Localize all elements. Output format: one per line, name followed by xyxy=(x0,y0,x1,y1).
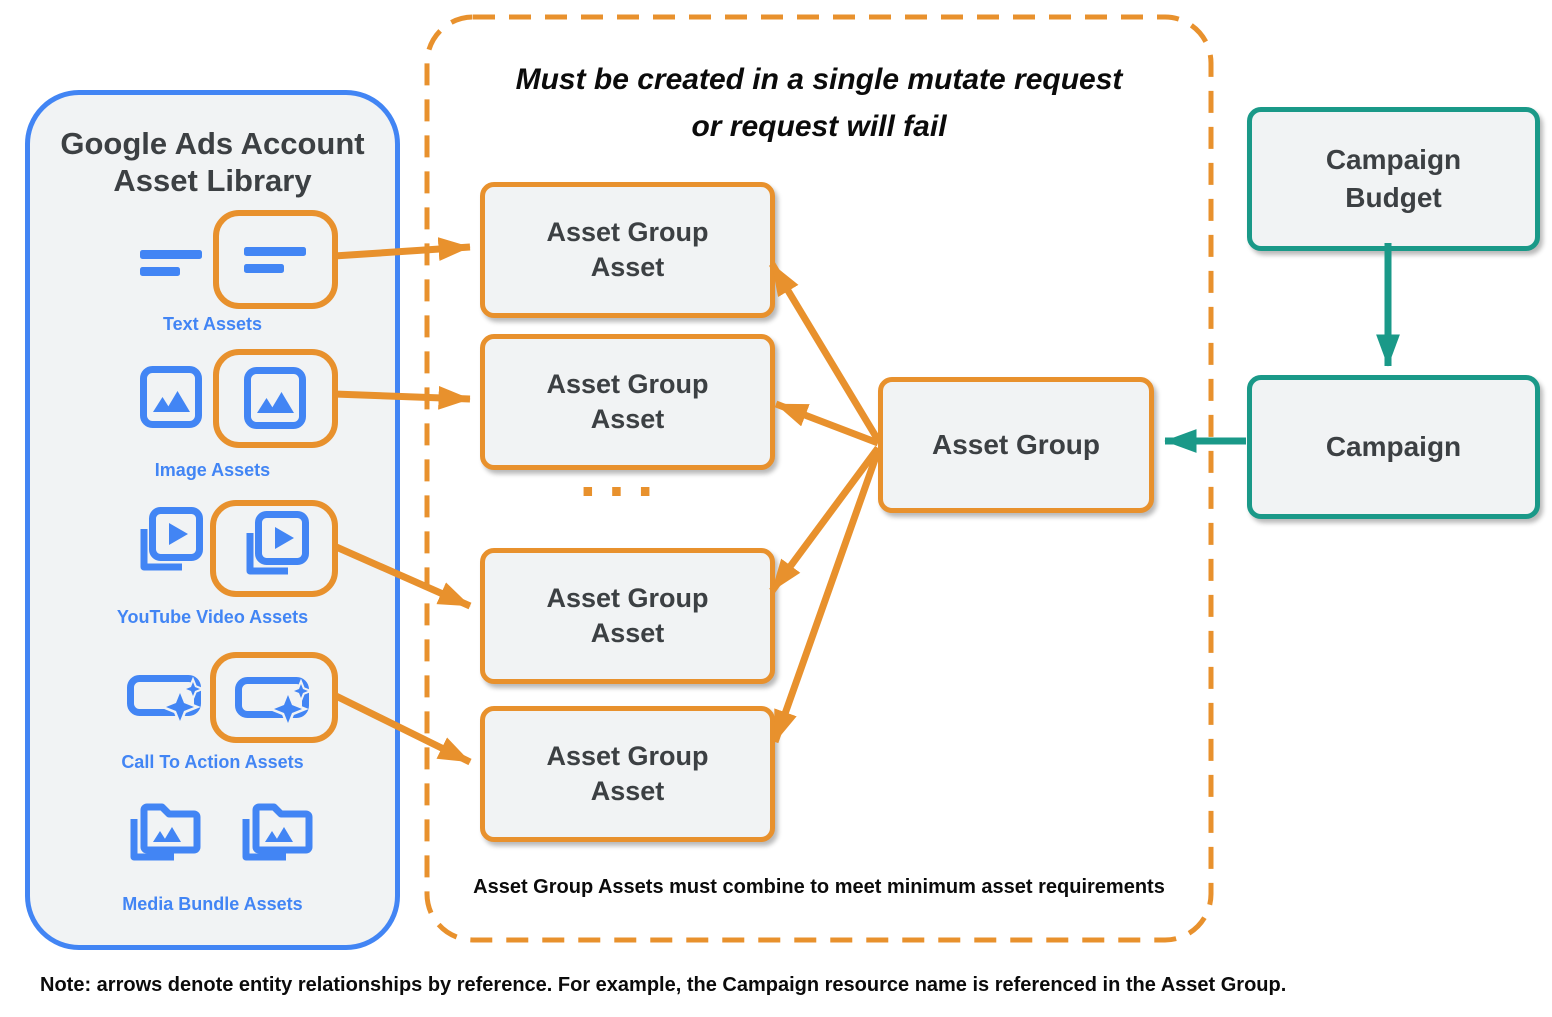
mutate-request-title-line2: or request will fail xyxy=(691,109,947,143)
asset-group-asset-node-1: Asset Group Asset xyxy=(480,182,775,318)
media-bundle-assets-label: Media Bundle Assets xyxy=(122,894,303,914)
footer-note: Note: arrows denote entity relationships… xyxy=(40,974,1287,996)
image-asset-icon xyxy=(244,367,306,429)
asset-group-asset-label: Asset Group Asset xyxy=(546,740,709,806)
text-asset-icon xyxy=(244,247,306,273)
mutate-request-title-line1: Must be created in a single mutate reque… xyxy=(515,63,1123,96)
call-to-action-assets-label: Call To Action Assets xyxy=(121,752,304,772)
text-assets-label: Text Assets xyxy=(162,314,263,334)
campaign-budget-label: Campaign Budget xyxy=(1325,144,1462,213)
asset-library-panel: Google Ads Account Asset Library Text As… xyxy=(25,90,400,950)
asset-group-label: Asset Group xyxy=(931,429,1101,460)
ellipsis-more-assets: ... xyxy=(579,442,666,509)
asset-group-asset-label: Asset Group Asset xyxy=(546,368,709,434)
youtube-video-asset-icon xyxy=(140,507,203,571)
youtube-video-assets-label: YouTube Video Assets xyxy=(116,607,309,627)
youtube-video-asset-icon xyxy=(246,511,309,575)
call-to-action-asset-icon xyxy=(235,677,313,725)
asset-group-asset-node-4: Asset Group Asset xyxy=(480,706,775,842)
image-asset-icon xyxy=(140,366,202,428)
call-to-action-asset-icon xyxy=(127,675,205,723)
campaign-node: Campaign xyxy=(1247,375,1540,519)
campaign-label: Campaign xyxy=(1325,431,1462,463)
mutate-request-title: Must be created in a single mutate reque… xyxy=(425,57,1213,150)
mutate-request-footnote: Asset Group Assets must combine to meet … xyxy=(473,876,1165,898)
asset-group-asset-label: Asset Group Asset xyxy=(546,582,709,648)
asset-group-asset-label: Asset Group Asset xyxy=(546,216,709,282)
highlight-box-text-asset xyxy=(213,210,338,309)
media-bundle-asset-icon xyxy=(130,803,201,861)
asset-group-node: Asset Group xyxy=(878,377,1154,513)
image-assets-label: Image Assets xyxy=(154,460,271,480)
text-asset-icon xyxy=(140,250,202,276)
asset-library-title: Google Ads Account Asset Library xyxy=(60,126,365,199)
campaign-budget-node: Campaign Budget xyxy=(1247,107,1540,251)
media-bundle-asset-icon xyxy=(242,803,313,861)
asset-group-asset-node-3: Asset Group Asset xyxy=(480,548,775,684)
